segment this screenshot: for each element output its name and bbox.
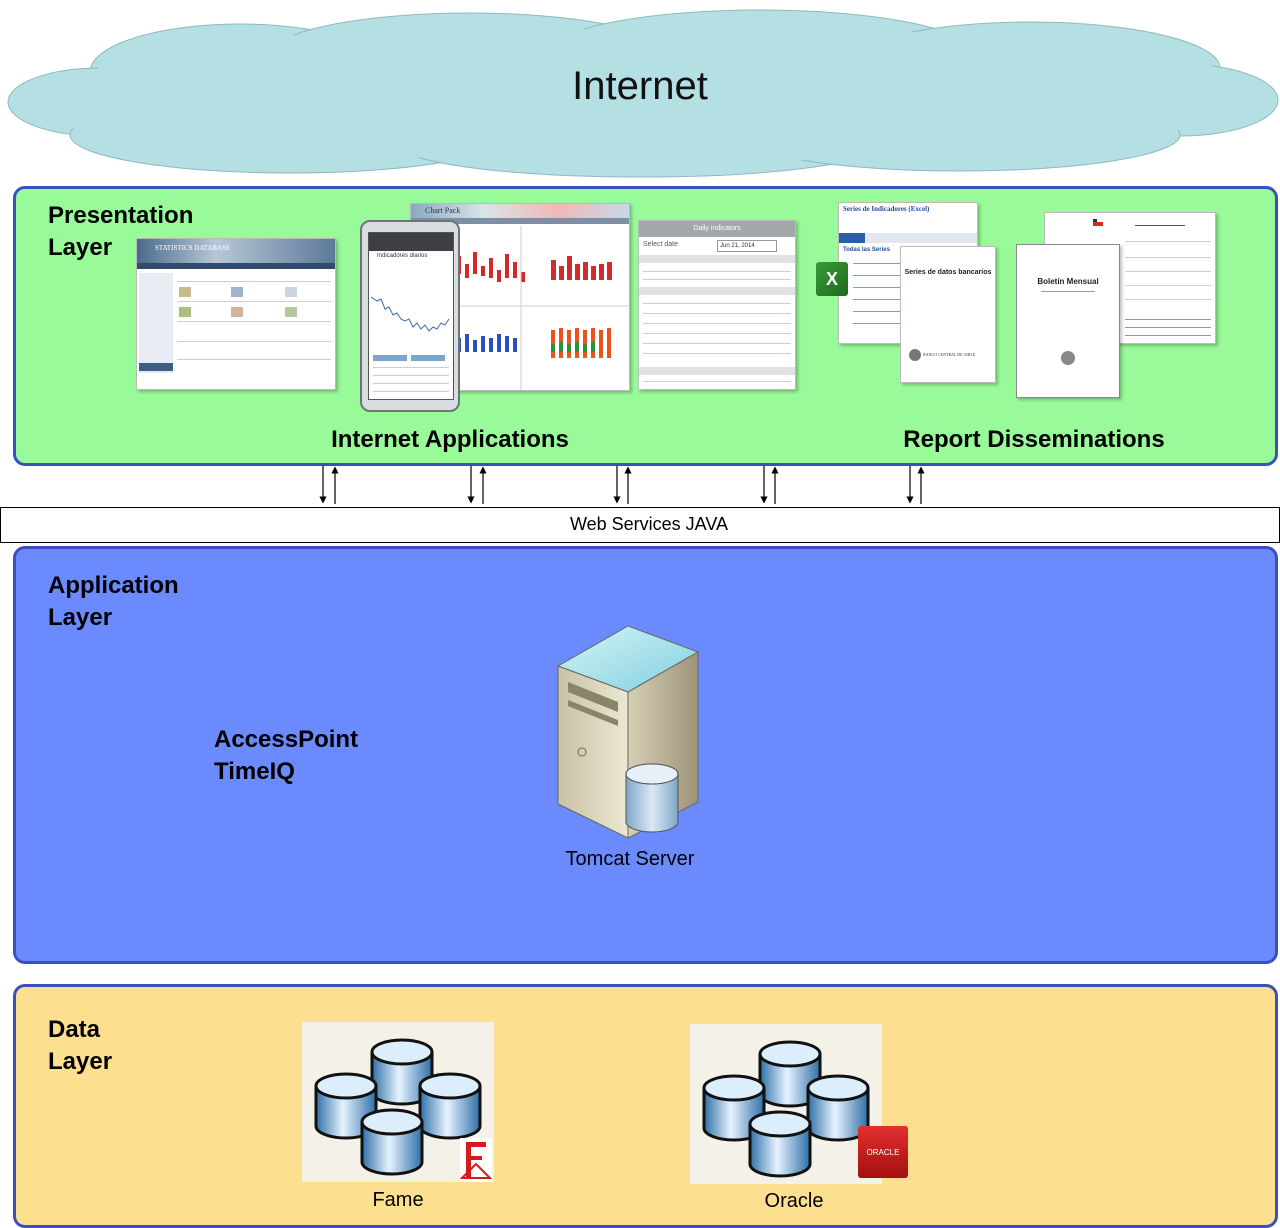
daily-indicators-date[interactable]: Jun 21, 2014	[717, 240, 777, 252]
statistics-site-title: STATISTICS DATABASE	[155, 244, 231, 252]
fame-database-icon	[302, 1022, 494, 1182]
fame-caption: Fame	[372, 1189, 424, 1211]
bank-name: BANCO CENTRAL DE CHILE	[923, 352, 976, 357]
tomcat-server-caption: Tomcat Server	[565, 848, 695, 870]
data-layer	[13, 984, 1278, 1228]
mobile-app-title: Indicadores diarios	[377, 253, 428, 259]
presentation-layer-title: Presentation Layer	[48, 202, 194, 261]
internet-applications-label: Internet Applications	[331, 426, 569, 453]
report-disseminations-label: Report Disseminations	[903, 426, 1165, 453]
bank-series-screenshot[interactable]: Series de datos bancarios BANCO CENTRAL …	[900, 246, 996, 383]
oracle-caption: Oracle	[764, 1190, 824, 1212]
data-layer-title: Data Layer	[48, 1016, 113, 1075]
chart-pack-title: Chart Pack	[425, 206, 461, 215]
connector-arrows	[319, 466, 925, 504]
internet-cloud	[7, 9, 1279, 178]
statistics-database-screenshot[interactable]: STATISTICS DATABASE	[136, 238, 336, 390]
db-cluster-graphic	[314, 1038, 482, 1176]
oracle-badge-text: ORACLE	[866, 1148, 900, 1157]
daily-indicators-title: Daily indicators	[639, 221, 795, 237]
web-services-label: Web Services JAVA	[569, 514, 729, 534]
excel-icon: X	[816, 262, 848, 296]
bulletin-title: Boletín Mensual	[1037, 277, 1099, 286]
bank-series-title: Series de datos bancarios	[904, 269, 992, 276]
excel-all-series: Todas las Series	[843, 247, 890, 253]
fame-logo-icon	[459, 1138, 493, 1182]
accesspoint-timeiq-label: AccessPoint TimeIQ	[214, 726, 359, 785]
daily-indicators-screenshot[interactable]: Daily indicators Select date Jun 21, 201…	[638, 220, 796, 390]
daily-indicators-date-label: Select date	[643, 241, 679, 248]
bulletin-screenshot[interactable]: Boletín Mensual	[1016, 244, 1120, 398]
oracle-logo-icon: ORACLE	[858, 1126, 908, 1178]
oracle-database-icon	[690, 1024, 882, 1184]
server-icon	[556, 625, 700, 839]
mobile-app-screenshot[interactable]: Indicadores diarios	[360, 220, 460, 412]
web-services-bar	[0, 507, 1280, 543]
db-cluster-graphic	[702, 1040, 870, 1178]
excel-series-title: Series de Indicadores (Excel)	[843, 205, 930, 213]
application-layer-title: Application Layer	[48, 572, 179, 631]
internet-label: Internet	[572, 64, 708, 108]
